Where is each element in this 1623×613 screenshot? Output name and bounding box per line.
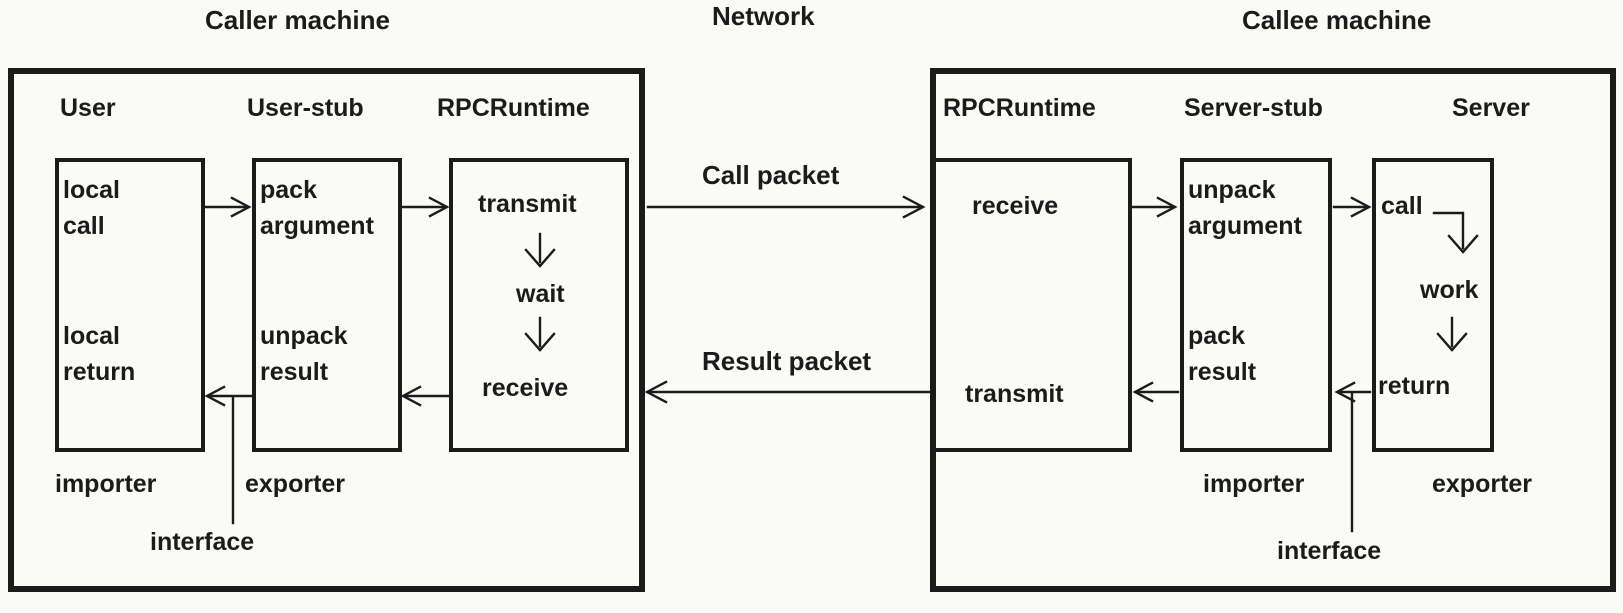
arrow-call-packet	[646, 195, 926, 219]
rpcruntime-callee-box	[930, 158, 1132, 452]
user-box-bottom-text: local return	[63, 322, 136, 386]
server-work-text: work	[1420, 276, 1479, 304]
user-stub-box-top-text: pack argument	[260, 176, 374, 240]
importer-label-caller: importer	[55, 470, 157, 498]
rpc-caller-transmit-text: transmit	[478, 190, 577, 218]
rpc-caller-wait-text: wait	[516, 280, 565, 308]
callee-machine-title: Callee machine	[1242, 5, 1432, 35]
server-return-text: return	[1378, 372, 1451, 400]
rpc-caller-receive-text: receive	[482, 374, 569, 402]
exporter-label-callee: exporter	[1432, 470, 1533, 498]
header-user-stub: User-stub	[247, 94, 364, 122]
network-title: Network	[712, 1, 815, 31]
header-rpcruntime-caller: RPCRuntime	[437, 94, 590, 122]
server-stub-box-top-text: unpack argument	[1188, 176, 1302, 240]
server-stub-box	[1180, 158, 1332, 452]
user-box-top-text: local call	[63, 176, 120, 240]
user-box	[55, 158, 205, 452]
caller-machine-title: Caller machine	[205, 5, 390, 35]
server-stub-box-bottom-text: pack result	[1188, 322, 1257, 386]
rpc-callee-receive-text: receive	[972, 192, 1059, 220]
caller-machine-box	[8, 68, 645, 592]
user-stub-box-bottom-text: unpack result	[260, 322, 348, 386]
server-call-text: call	[1381, 192, 1423, 220]
importer-label-callee: importer	[1203, 470, 1305, 498]
header-server-stub: Server-stub	[1184, 94, 1323, 122]
rpcruntime-caller-box	[449, 158, 629, 452]
interface-label-callee: interface	[1277, 537, 1382, 565]
result-packet-label: Result packet	[702, 346, 872, 376]
call-packet-label: Call packet	[702, 160, 840, 190]
exporter-label-caller: exporter	[245, 470, 346, 498]
header-user: User	[60, 94, 116, 122]
arrow-result-packet	[644, 380, 934, 404]
rpc-callee-transmit-text: transmit	[965, 380, 1064, 408]
server-box	[1372, 158, 1494, 452]
interface-label-caller: interface	[150, 528, 255, 556]
header-server: Server	[1452, 94, 1530, 122]
user-stub-box	[252, 158, 402, 452]
header-rpcruntime-callee: RPCRuntime	[943, 94, 1096, 122]
